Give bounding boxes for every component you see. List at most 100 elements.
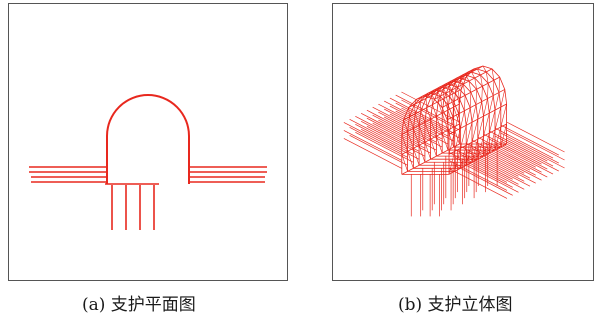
side-anchor-bolt-right [460, 154, 519, 185]
side-anchor-bolt-right [489, 138, 548, 170]
side-anchor-bolt-right [466, 142, 525, 174]
lining-diagonal-brace [445, 93, 449, 105]
lining-diagonal-brace [477, 101, 483, 120]
side-anchor-bolt-left [343, 122, 403, 153]
lining-diagonal-brace [462, 84, 466, 96]
side-anchor-bolt-right [454, 165, 513, 196]
lining-diagonal-brace [475, 89, 477, 105]
side-anchor-bolt-left [366, 125, 426, 157]
lining-diagonal-brace [488, 95, 494, 114]
side-anchor-bolt-left [389, 105, 449, 137]
side-anchor-bolt-right [471, 147, 531, 179]
side-anchor-bolt-left [378, 103, 437, 135]
side-anchor-bolt-left [383, 108, 443, 140]
side-anchor-bolt-left [355, 116, 414, 147]
lining-diagonal-brace [457, 87, 460, 99]
side-anchor-bolt-left [383, 100, 443, 132]
lining-diagonal-brace [439, 96, 443, 108]
side-anchor-bolt-right [489, 130, 548, 162]
lining-diagonal-brace [448, 84, 452, 91]
caption-support-3d: (b) 支护立体图 [398, 295, 513, 315]
lining-diagonal-brace [425, 98, 427, 108]
side-anchor-bolt-right [506, 129, 565, 161]
side-anchor-bolt-right [506, 121, 565, 153]
lining-diagonal-brace [453, 81, 458, 88]
side-anchor-bolt-right [477, 152, 536, 184]
lining-diagonal-brace [430, 93, 435, 100]
lining-diagonal-brace [442, 87, 447, 94]
lining-diagonal-brace [482, 65, 487, 73]
side-anchor-bolt-right [483, 141, 542, 173]
lining-diagonal-brace [483, 98, 488, 117]
side-anchor-bolt-left [355, 124, 414, 155]
lining-diagonal-brace [494, 92, 500, 111]
lining-diagonal-brace [476, 68, 481, 76]
side-anchor-bolt-left [389, 97, 449, 129]
lining-diagonal-brace [454, 113, 459, 132]
support-3d-panel [332, 3, 594, 281]
side-anchor-bolt-right [466, 158, 525, 190]
side-anchor-bolt-left [349, 127, 408, 158]
side-anchor-bolt-left [349, 119, 408, 150]
lining-diagonal-brace [443, 89, 445, 99]
lining-diagonal-brace [500, 89, 506, 108]
side-anchor-bolt-right [500, 132, 559, 164]
lining-diagonal-brace [420, 110, 426, 123]
lining-diagonal-brace [454, 83, 456, 93]
side-anchor-bolt-left [360, 120, 420, 152]
lining-diagonal-brace [436, 90, 441, 97]
side-anchor-bolt-right [494, 135, 554, 167]
lining-diagonal-brace [448, 86, 451, 96]
side-anchor-bolt-left [372, 114, 431, 146]
lining-diagonal-brace [483, 113, 490, 137]
side-anchor-bolt-left [372, 122, 431, 154]
lining-diagonal-brace [498, 77, 500, 93]
lining-diagonal-brace [465, 122, 473, 146]
lining-diagonal-brace [471, 119, 479, 143]
side-anchor-bolt-left [343, 130, 403, 161]
side-anchor-bolt-left [343, 138, 403, 169]
side-anchor-bolt-right [506, 137, 565, 169]
lining-diagonal-brace [452, 101, 454, 117]
lining-diagonal-brace [460, 125, 467, 149]
lining-diagonal-brace [426, 107, 431, 120]
lining-diagonal-brace [464, 95, 466, 111]
side-anchor-bolt-right [471, 139, 531, 171]
side-anchor-bolt-left [360, 112, 420, 144]
lining-diagonal-brace [469, 92, 472, 108]
side-anchor-bolt-left [395, 94, 454, 126]
side-anchor-bolt-left [383, 116, 443, 148]
lining-diagonal-brace [471, 104, 477, 123]
lining-diagonal-brace [460, 80, 462, 90]
side-anchor-bolt-left [355, 132, 414, 163]
side-anchor-bolt-left [349, 135, 408, 166]
side-anchor-bolt-right [454, 157, 513, 188]
lining-diagonal-brace [487, 83, 489, 99]
side-anchor-bolt-right [494, 143, 554, 175]
side-anchor-bolt-left [372, 106, 431, 138]
side-anchor-bolt-right [477, 136, 536, 168]
side-anchor-bolt-right [483, 133, 542, 165]
lining-diagonal-brace [414, 104, 416, 114]
lining-diagonal-brace [471, 71, 475, 79]
lining-diagonal-brace [491, 68, 495, 81]
side-anchor-bolt-left [401, 91, 460, 123]
side-anchor-bolt-left [395, 102, 454, 134]
side-anchor-bolt-left [401, 107, 460, 139]
lining-diagonal-brace [474, 77, 477, 90]
lining-diagonal-brace [477, 116, 484, 140]
lining-diagonal-brace [468, 81, 472, 93]
lining-diagonal-brace [465, 74, 470, 82]
lining-diagonal-brace [494, 106, 502, 131]
side-anchor-bolt-right [489, 146, 548, 178]
side-anchor-bolt-left [366, 109, 426, 141]
support-plan-drawing [29, 94, 267, 230]
lining-diagonal-brace [488, 110, 496, 134]
side-anchor-bolt-right [477, 144, 536, 176]
lining-diagonal-brace [431, 95, 433, 105]
lining-diagonal-brace [451, 90, 454, 102]
side-anchor-bolt-right [494, 127, 554, 159]
side-anchor-bolt-right [454, 149, 513, 180]
lining-diagonal-brace [492, 80, 495, 96]
lining-diagonal-brace [419, 101, 422, 111]
